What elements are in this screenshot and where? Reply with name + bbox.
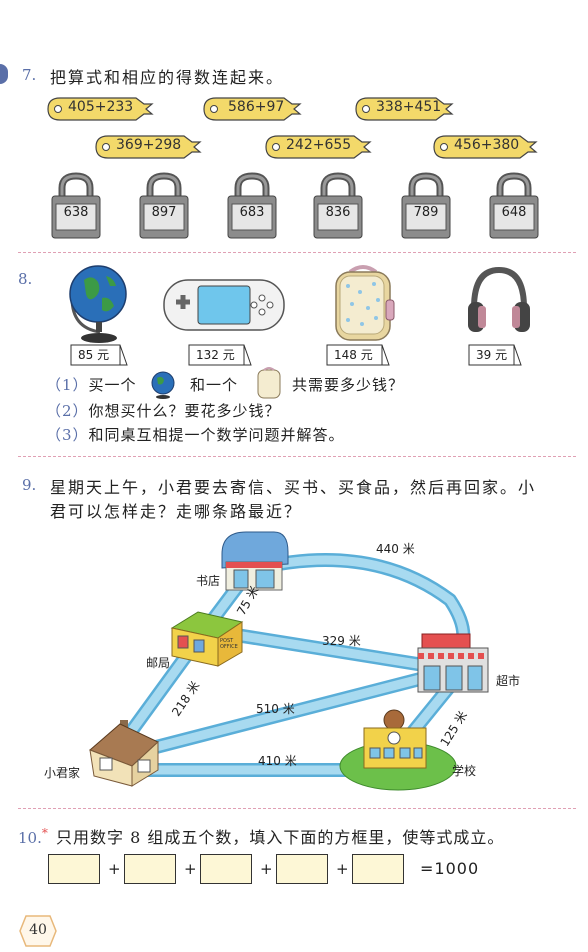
dist-bookstore-market: 440 米 <box>376 542 415 556</box>
q8-sub1: （1）买一个 <box>46 374 446 398</box>
price-tag-4: 39 元 <box>468 344 522 366</box>
q8-sub1-text-c: 共需要多少钱？ <box>292 376 405 394</box>
lock-5: 789 <box>396 172 456 242</box>
headphones-icon <box>466 264 532 338</box>
dist-home-school: 410 米 <box>258 754 297 768</box>
divider-2 <box>18 456 576 457</box>
key-6: 456+380 <box>432 134 538 160</box>
q10-text: 只用数字 8 组成五个数，填入下面的方框里，使等式成立。 <box>56 828 505 847</box>
q8-sub1-text-b: 和一个 <box>190 376 239 394</box>
key-2: 369+298 <box>94 134 202 160</box>
key-1: 405+233 <box>46 96 154 122</box>
key-4-label: 242+655 <box>286 137 352 153</box>
key-4: 242+655 <box>264 134 372 160</box>
price-tag-1: 85 元 <box>70 344 128 366</box>
equation-result: =1000 <box>420 859 480 878</box>
lock-3-label: 683 <box>239 205 265 220</box>
lock-6: 648 <box>484 172 544 242</box>
q9-line-2: 君可以怎样走？走哪条路最近？ <box>50 502 303 521</box>
answer-box-2[interactable] <box>124 854 176 884</box>
price-tag-2: 132 元 <box>188 344 252 366</box>
q8-sub1-text-a: 买一个 <box>88 376 137 394</box>
key-5-label: 338+451 <box>376 99 442 115</box>
q9-line-1: 星期天上午，小君要去寄信、买书、买食品，然后再回家。小 <box>50 478 537 497</box>
answer-box-4[interactable] <box>276 854 328 884</box>
q8-sub3: （3）和同桌互相提一个数学问题并解答。 <box>46 424 345 445</box>
lock-2-label: 897 <box>151 205 177 220</box>
key-6-label: 456+380 <box>454 137 520 153</box>
q8-sub3-number: （3） <box>46 426 89 444</box>
q8-sub1-number: （1） <box>46 376 89 394</box>
lock-4: 836 <box>308 172 368 242</box>
page-number: 40 <box>29 922 47 938</box>
price-2: 132 元 <box>196 348 235 362</box>
answer-box-3[interactable] <box>200 854 252 884</box>
q9-number: 9. <box>22 476 37 494</box>
label-bookstore: 书店 <box>196 574 221 588</box>
label-school: 学校 <box>452 764 477 778</box>
plus-3: + <box>260 860 273 878</box>
plus-4: + <box>336 860 349 878</box>
key-1-label: 405+233 <box>68 99 134 115</box>
q8-number: 8. <box>18 270 33 288</box>
q10-number: 10.* <box>18 826 48 847</box>
label-home: 小君家 <box>44 766 81 780</box>
map-roads <box>118 553 471 791</box>
divider-3 <box>18 808 576 809</box>
key-5: 338+451 <box>354 96 454 122</box>
price-1: 85 元 <box>78 348 110 362</box>
game-console-icon <box>162 278 286 332</box>
q7-number: 7. <box>22 66 37 84</box>
q8-sub2-text: 你想买什么？要花多少钱？ <box>88 402 281 420</box>
bookstore-building <box>216 528 290 594</box>
q7-text: 把算式和相应的得数连起来。 <box>50 68 285 87</box>
route-map: 书店 POST OFFICE 邮局 超市 <box>0 520 588 800</box>
plus-2: + <box>184 860 197 878</box>
q8-sub2-number: （2） <box>46 402 89 420</box>
price-4: 39 元 <box>476 348 508 362</box>
home-building <box>86 716 162 788</box>
dist-post-market: 329 米 <box>322 634 361 648</box>
q8-sub2: （2）你想买什么？要花多少钱？ <box>46 400 281 421</box>
lock-2: 897 <box>134 172 194 242</box>
school-building <box>356 706 436 772</box>
post-office-building: POST OFFICE <box>168 608 244 670</box>
answer-box-5[interactable] <box>352 854 404 884</box>
lock-3: 683 <box>222 172 282 242</box>
q10-number-text: 10. <box>18 829 42 847</box>
margin-marker <box>0 64 8 84</box>
q10-star: * <box>41 826 48 840</box>
backpack-icon <box>330 262 396 342</box>
key-2-label: 369+298 <box>116 137 182 153</box>
key-3: 586+97 <box>202 96 302 122</box>
dist-home-market: 510 米 <box>256 702 295 716</box>
post-office-sign: POST OFFICE <box>220 638 238 650</box>
q8-sub3-text: 和同桌互相提一个数学问题并解答。 <box>88 426 345 444</box>
lock-1-label: 638 <box>63 205 89 220</box>
label-post-office: 邮局 <box>146 656 171 670</box>
small-globe-icon <box>148 370 178 400</box>
price-tag-3: 148 元 <box>326 344 390 366</box>
lock-6-label: 648 <box>501 205 527 220</box>
plus-1: + <box>108 860 121 878</box>
price-3: 148 元 <box>334 348 373 362</box>
label-supermarket: 超市 <box>496 674 521 688</box>
lock-1: 638 <box>46 172 106 242</box>
lock-5-label: 789 <box>413 205 439 220</box>
page-number-badge: 40 <box>18 914 58 948</box>
supermarket-building <box>414 630 492 694</box>
lock-4-label: 836 <box>325 205 351 220</box>
globe-icon <box>64 258 128 344</box>
answer-box-1[interactable] <box>48 854 100 884</box>
divider-1 <box>18 252 576 253</box>
key-3-label: 586+97 <box>228 99 285 115</box>
small-backpack-icon <box>256 366 282 400</box>
